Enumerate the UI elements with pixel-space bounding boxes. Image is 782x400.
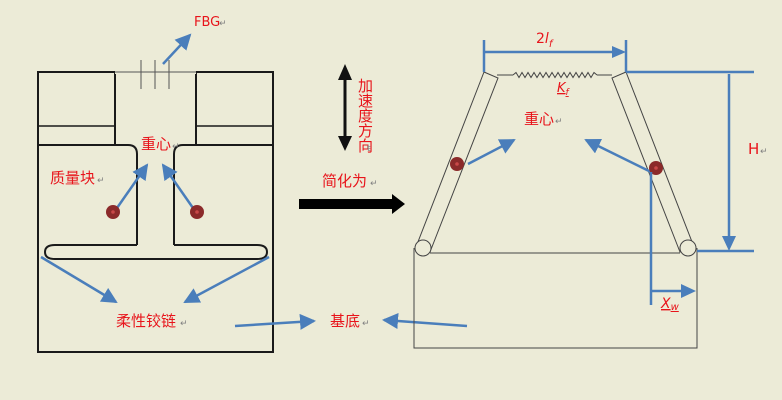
flexible-hinge-slot	[43, 244, 269, 260]
cog-arrow-left	[115, 163, 149, 209]
hinge-arrow-right	[183, 255, 270, 304]
mass-block-label: 质量块	[50, 169, 95, 187]
mass-point-dot	[195, 210, 199, 214]
paragraph-mark: ↵	[97, 176, 105, 186]
pivot-right	[679, 239, 697, 257]
offset-arrowhead	[681, 284, 696, 298]
height-label: H	[748, 140, 759, 158]
stiffness-label: Kf	[557, 81, 571, 98]
cog-arrow-right-rod	[584, 138, 652, 174]
offset-label: Xw	[660, 296, 680, 313]
acceleration-direction-label: 加速度方向	[356, 78, 374, 153]
simplified-model	[413, 71, 698, 349]
paragraph-mark: ↵	[172, 142, 180, 152]
paragraph-mark: ŧ	[367, 144, 371, 154]
pivot-left	[414, 239, 432, 257]
length-dimension	[482, 40, 628, 72]
paragraph-mark: ↵	[555, 117, 563, 127]
base-label: 基底	[330, 312, 360, 330]
fbg-grating-icon	[140, 60, 170, 89]
hinge-arrow-left	[40, 255, 118, 304]
length-arrowhead	[612, 46, 626, 58]
fbg-label: FBG	[194, 15, 220, 30]
center-of-gravity-label-right: 重心	[524, 110, 554, 128]
left-sensor-structure	[37, 71, 274, 353]
spring	[512, 71, 598, 79]
fbg-arrow	[162, 33, 192, 65]
cog-arrow-right	[161, 163, 195, 209]
length-label: 2lf	[536, 31, 554, 50]
acceleration-label-text: 加速度方向	[356, 78, 374, 153]
rod-right	[611, 71, 695, 253]
simplify-arrow	[299, 194, 405, 214]
mass-block-right	[173, 144, 273, 245]
height-dimension	[626, 70, 754, 253]
paragraph-mark: ↵	[362, 319, 370, 329]
base-arrow-left	[234, 313, 316, 330]
offset-dimension	[649, 172, 684, 305]
mass-block-left	[38, 144, 138, 245]
center-of-gravity-label-left: 重心	[141, 135, 171, 153]
outer-frame	[37, 71, 274, 353]
mass-point-dot	[654, 166, 658, 170]
base-arrow-right	[382, 313, 468, 329]
paragraph-mark: ↵	[180, 319, 188, 329]
base-box	[413, 248, 698, 349]
acceleration-direction-arrow	[338, 64, 352, 151]
cog-arrow-left-rod	[467, 138, 516, 166]
paragraph-mark: ↵	[760, 147, 768, 157]
paragraph-mark: ↵	[370, 179, 378, 189]
paragraph-mark: ↵	[219, 19, 227, 29]
height-arrowhead	[722, 236, 736, 251]
mass-point-dot	[455, 162, 459, 166]
flexible-hinge-label: 柔性铰链	[116, 312, 176, 330]
simplified-as-label: 简化为	[322, 172, 367, 190]
mass-point-dot	[111, 210, 115, 214]
